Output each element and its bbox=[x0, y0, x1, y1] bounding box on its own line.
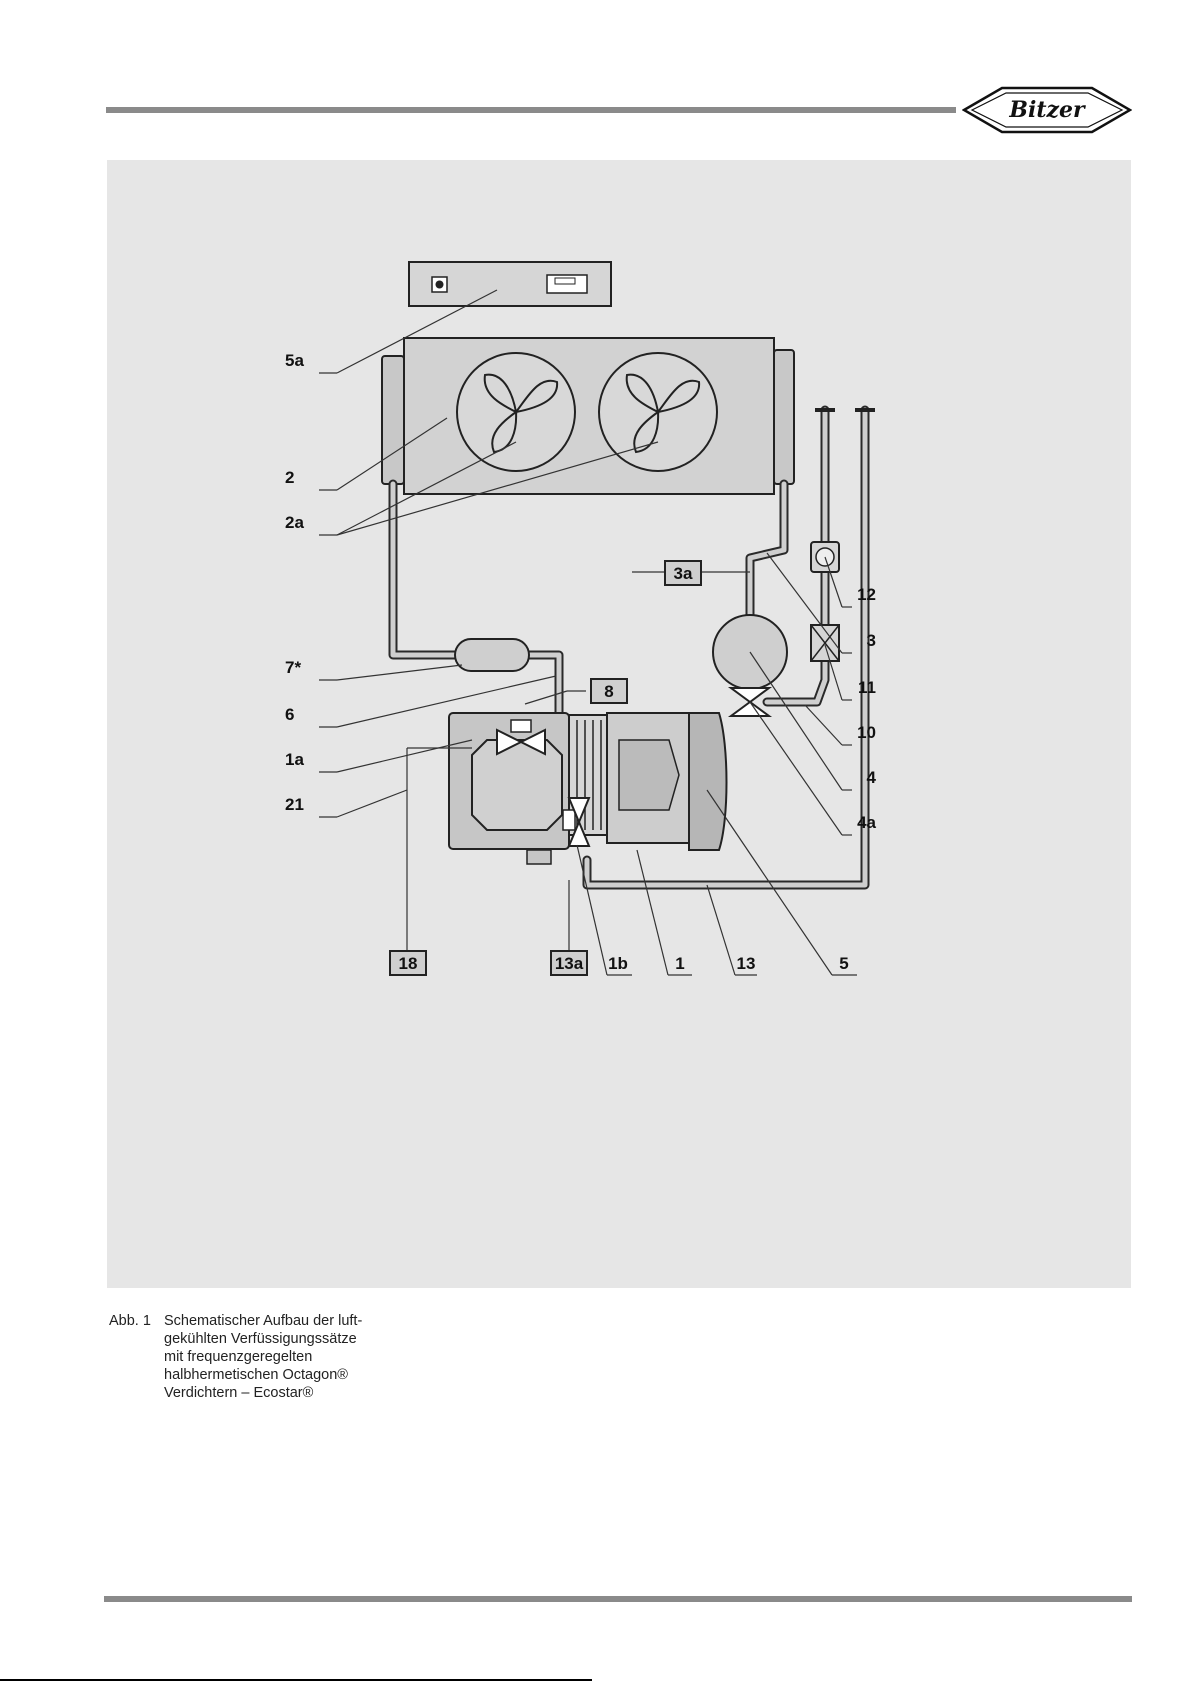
caption-line: Schematischer Aufbau der luft- bbox=[164, 1312, 524, 1330]
label-4a: 4a bbox=[857, 813, 876, 832]
label-1a: 1a bbox=[285, 750, 304, 769]
fan-right bbox=[599, 353, 717, 471]
oil-separator bbox=[455, 639, 529, 671]
label-3: 3 bbox=[867, 631, 876, 650]
label-11: 11 bbox=[858, 678, 876, 697]
label-21: 21 bbox=[285, 795, 304, 814]
label-12: 12 bbox=[857, 585, 876, 604]
caption-text: Schematischer Aufbau der luft- gekühlten… bbox=[164, 1312, 524, 1402]
caption-line: gekühlten Verfüssigungssätze bbox=[164, 1330, 524, 1348]
figure-number: Abb. 1 bbox=[109, 1312, 151, 1330]
label-6: 6 bbox=[285, 705, 294, 724]
condensing-unit-schematic: 3a 8 18 13a 5a 2 2a 7* 6 1a 21 12 3 11 1… bbox=[107, 160, 1131, 1288]
label-2a: 2a bbox=[285, 513, 304, 532]
footer-rule bbox=[104, 1596, 1132, 1602]
label-1: 1 bbox=[675, 954, 684, 973]
label-13a: 13a bbox=[555, 954, 584, 973]
label-18: 18 bbox=[399, 954, 418, 973]
footnote-rule bbox=[0, 1679, 592, 1681]
header-rule bbox=[106, 107, 956, 113]
caption-line: halbhermetischen Octagon® bbox=[164, 1366, 524, 1384]
bitzer-logo: Bitzer bbox=[962, 84, 1132, 136]
label-7: 7* bbox=[285, 658, 301, 677]
label-4: 4 bbox=[867, 768, 877, 787]
condenser bbox=[382, 338, 794, 494]
label-3a: 3a bbox=[674, 564, 693, 583]
fan-left bbox=[457, 353, 575, 471]
label-13: 13 bbox=[737, 954, 756, 973]
caption-line: Verdichtern – Ecostar® bbox=[164, 1384, 524, 1402]
label-5: 5 bbox=[839, 954, 848, 973]
label-1b: 1b bbox=[608, 954, 628, 973]
label-10: 10 bbox=[857, 723, 876, 742]
svg-text:Bitzer: Bitzer bbox=[1008, 97, 1086, 123]
caption-line: mit frequenzgeregelten bbox=[164, 1348, 524, 1366]
label-2: 2 bbox=[285, 468, 294, 487]
frequency-inverter bbox=[409, 262, 611, 306]
label-8: 8 bbox=[604, 682, 613, 701]
label-5a: 5a bbox=[285, 351, 304, 370]
